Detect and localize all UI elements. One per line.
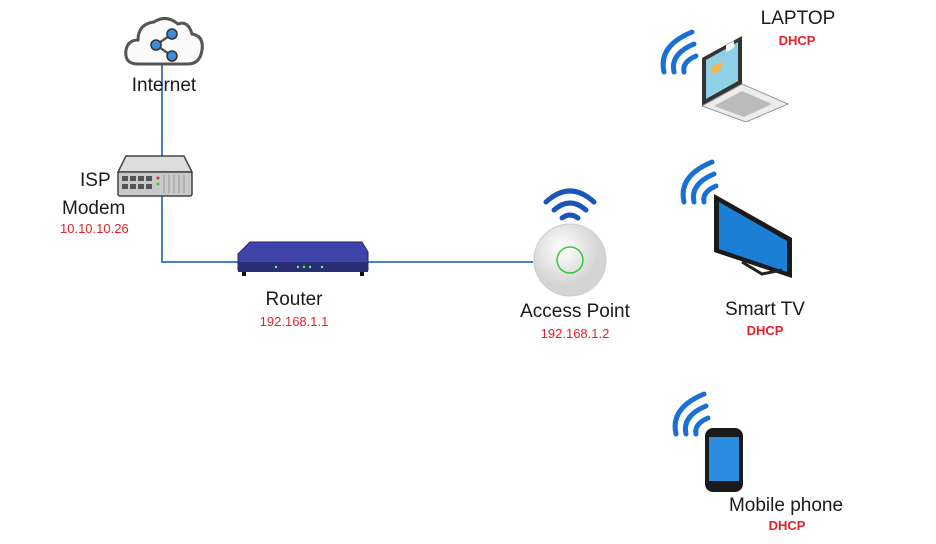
cloud-share-icon — [124, 17, 204, 66]
wifi-icon — [680, 159, 719, 205]
router-icon — [237, 241, 369, 276]
router-label: Router — [265, 289, 323, 310]
modem-ip: 10.10.10.26 — [60, 221, 129, 236]
laptop-ip: DHCP — [778, 33, 816, 48]
wifi-icon — [660, 29, 699, 75]
access-point-label: Access Point — [520, 301, 630, 322]
modem-label-line1: ISP — [80, 170, 111, 191]
modem-label-line2: Modem — [62, 198, 126, 219]
smart-tv-ip: DHCP — [746, 323, 784, 338]
laptop-icon — [700, 36, 790, 122]
smart-tv-icon — [714, 194, 792, 278]
wifi-icon — [543, 188, 597, 221]
router-ip: 192.168.1.1 — [259, 314, 329, 329]
internet-label: Internet — [131, 75, 197, 96]
mobile-phone-icon — [705, 428, 743, 492]
access-point-icon — [533, 223, 607, 297]
mobile-phone-ip: DHCP — [768, 518, 806, 533]
smart-tv-label: Smart TV — [725, 299, 805, 320]
modem-icon — [116, 155, 194, 197]
laptop-label: LAPTOP — [760, 8, 836, 29]
access-point-ip: 192.168.1.2 — [540, 326, 610, 341]
mobile-phone-label: Mobile phone — [728, 495, 844, 516]
wifi-icon — [672, 391, 711, 437]
